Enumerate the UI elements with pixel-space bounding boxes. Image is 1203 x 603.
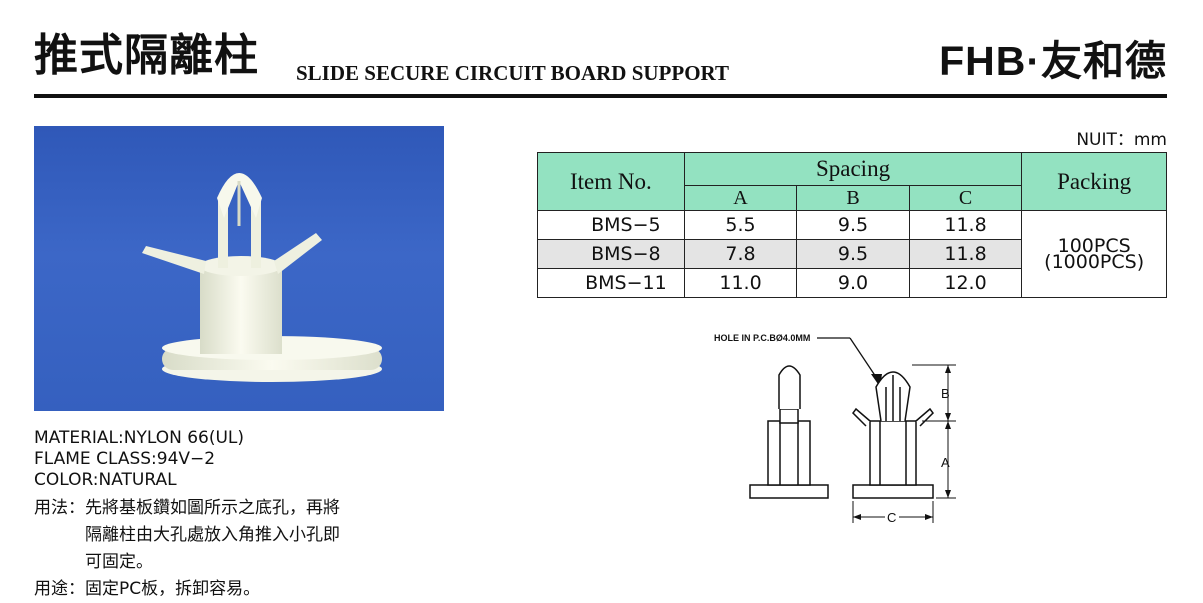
table-row: BMS−11 11.0 9.0 12.0 [537, 268, 1167, 298]
usage-line: 先將基板鑽如圖所示之底孔，再將 [85, 498, 340, 518]
col-a-header: A [683, 185, 798, 211]
dim-b-label: B [941, 386, 950, 401]
usage-label: 用法： [34, 498, 85, 518]
arrow-icon [945, 421, 951, 429]
b-cell: 9.0 [796, 268, 910, 298]
item-no-header: Item No. [537, 152, 685, 211]
spacing-header: Spacing [683, 152, 1023, 186]
c-cell: 11.8 [908, 239, 1023, 269]
unit-label: NUIT：mm [1076, 130, 1167, 150]
purpose-text: 固定PC板，拆卸容易。 [85, 579, 261, 599]
c-cell: 11.8 [908, 210, 1023, 240]
side-view [749, 365, 829, 499]
product-photo [34, 126, 444, 411]
packing-header: Packing [1021, 152, 1167, 211]
a-cell: 5.5 [683, 210, 798, 240]
b-cell: 9.5 [796, 239, 910, 269]
arrow-icon [925, 514, 933, 520]
arrow-icon [945, 365, 951, 373]
item-cell: BMS−5 [537, 210, 685, 240]
material-text: MATERIAL:NYLON 66(UL) [34, 428, 245, 448]
purpose-label: 用途： [34, 579, 85, 599]
b-cell: 9.5 [796, 210, 910, 240]
flame-class-text: FLAME CLASS:94V−2 [34, 449, 216, 469]
usage-line: 隔離柱由大孔處放入角推入小孔即 [85, 525, 340, 545]
packing-line: 100PCS [1057, 235, 1131, 257]
page-title-english: SLIDE SECURE CIRCUIT BOARD SUPPORT [296, 61, 729, 85]
dim-a-label: A [941, 455, 950, 470]
arrow-icon [945, 490, 951, 498]
color-text: COLOR:NATURAL [34, 470, 177, 490]
product-info: MATERIAL:NYLON 66(UL) FLAME CLASS:94V−2 … [34, 428, 244, 491]
table-row: BMS−8 7.8 9.5 11.8 [537, 239, 1167, 269]
spec-table: Item No. Spacing Packing A B C BMS−5 5.5… [537, 152, 1167, 298]
arrow-icon [945, 413, 951, 421]
item-cell: BMS−11 [537, 268, 685, 298]
col-c-header: C [908, 185, 1023, 211]
front-view [852, 371, 934, 499]
col-b-header: B [796, 185, 910, 211]
a-cell: 7.8 [683, 239, 798, 269]
usage-line: 可固定。 [85, 552, 153, 572]
brand-logo: FHB·友和德 [939, 38, 1167, 84]
page-title-chinese: 推式隔離柱 [34, 30, 259, 81]
nylon-support-image [142, 173, 382, 382]
arrow-icon [853, 514, 861, 520]
dimension-diagram: HOLE IN P.C.BØ4.0MM [700, 325, 980, 539]
packing-line: (1000PCS) [1044, 251, 1145, 273]
table-row: BMS−5 5.5 9.5 11.8 100PCS (1000PCS) [537, 210, 1167, 298]
usage-section: 用法： 先將基板鑽如圖所示之底孔，再將 隔離柱由大孔處放入角推入小孔即 可固定。… [34, 495, 340, 603]
hole-label: HOLE IN P.C.BØ4.0MM [714, 333, 810, 343]
packing-cell: 100PCS (1000PCS) [1021, 210, 1167, 298]
dim-c-label: C [887, 510, 896, 525]
a-cell: 11.0 [683, 268, 798, 298]
c-cell: 12.0 [908, 268, 1023, 298]
item-cell: BMS−8 [537, 239, 685, 269]
header-divider [34, 94, 1167, 98]
